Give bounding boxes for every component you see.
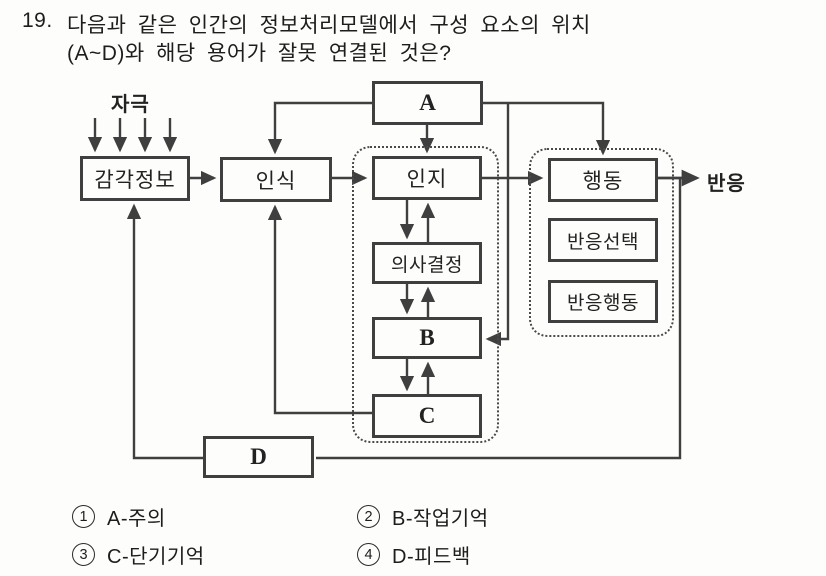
option-2-label: B-작업기억: [392, 508, 489, 530]
box-action: 행동: [548, 158, 658, 202]
box-a: A: [372, 81, 483, 125]
option-1: 1 A-주의: [72, 502, 166, 531]
option-4-label: D-피드백: [392, 546, 471, 568]
option-2: 2 B-작업기억: [357, 502, 489, 531]
question-text-line1: 다음과 같은 인간의 정보처리모델에서 구성 요소의 위치: [67, 14, 591, 37]
response-label: 반응: [707, 173, 746, 195]
box-response-selection: 반응선택: [548, 218, 658, 262]
option-4: 4 D-피드백: [357, 540, 471, 569]
option-2-number-icon: 2: [357, 505, 380, 528]
box-d: D: [203, 436, 314, 478]
question-number: 19.: [22, 9, 53, 32]
option-3: 3 C-단기기억: [72, 540, 205, 569]
box-cognition: 인지: [372, 156, 482, 200]
a-box-arrows: [267, 101, 611, 347]
option-1-label: A-주의: [107, 508, 166, 530]
box-b: B: [372, 317, 482, 359]
box-response-action: 반응행동: [548, 280, 658, 323]
option-3-number-icon: 3: [72, 543, 95, 566]
option-1-number-icon: 1: [72, 505, 95, 528]
decision-b-arrows: [399, 284, 436, 317]
box-sensory-information: 감각정보: [80, 156, 190, 201]
box-recognition: 인식: [220, 157, 332, 202]
d-feedback-loop: [126, 178, 682, 460]
question-text-line2: (A~D)와 해당 용어가 잘못 연결된 것은?: [67, 42, 452, 65]
box-c: C: [372, 394, 482, 438]
option-3-label: C-단기기억: [107, 546, 205, 568]
cognition-decision-arrows: [399, 200, 436, 242]
option-4-number-icon: 4: [357, 543, 380, 566]
b-c-arrows: [399, 359, 436, 394]
stimulus-label: 자극: [111, 94, 150, 116]
c-to-recognition-feedback: [267, 204, 372, 415]
box-decision-making: 의사결정: [372, 242, 482, 284]
stimulus-arrows: [87, 118, 178, 153]
